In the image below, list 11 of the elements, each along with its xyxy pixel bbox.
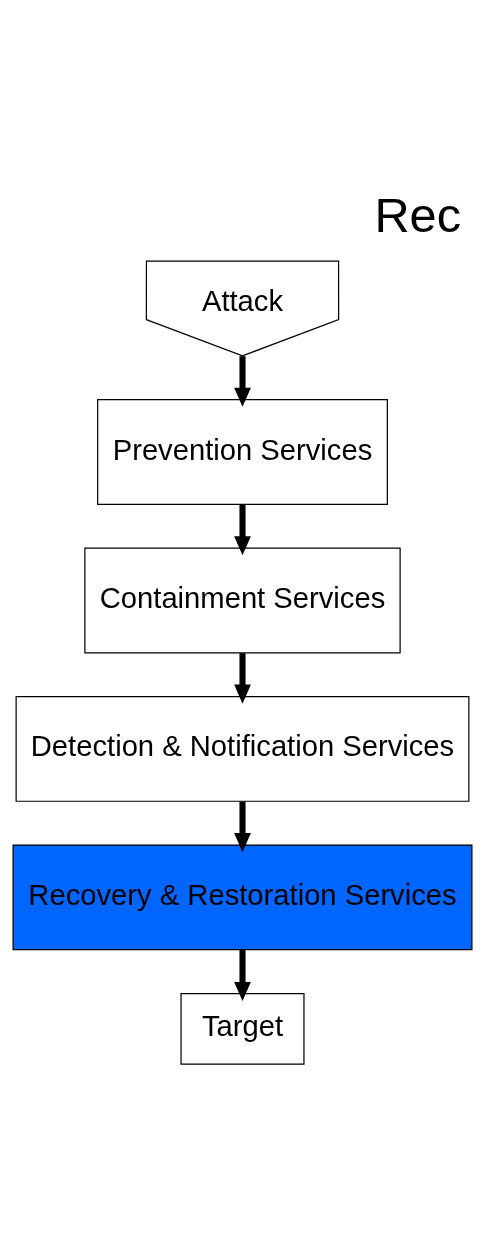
node-box: Containment Services bbox=[84, 547, 401, 653]
node-box: Prevention Services bbox=[97, 398, 388, 505]
arrow bbox=[234, 652, 251, 704]
node-box: Target bbox=[180, 992, 305, 1065]
node-box: Recovery & Restoration Services bbox=[12, 843, 473, 950]
arrow bbox=[234, 355, 251, 407]
node-box: Detection & Notification Services bbox=[15, 695, 470, 802]
arrow bbox=[234, 949, 251, 1001]
arrow bbox=[234, 504, 251, 555]
arrow bbox=[234, 801, 251, 852]
diagram-title: Rec bbox=[374, 187, 462, 242]
